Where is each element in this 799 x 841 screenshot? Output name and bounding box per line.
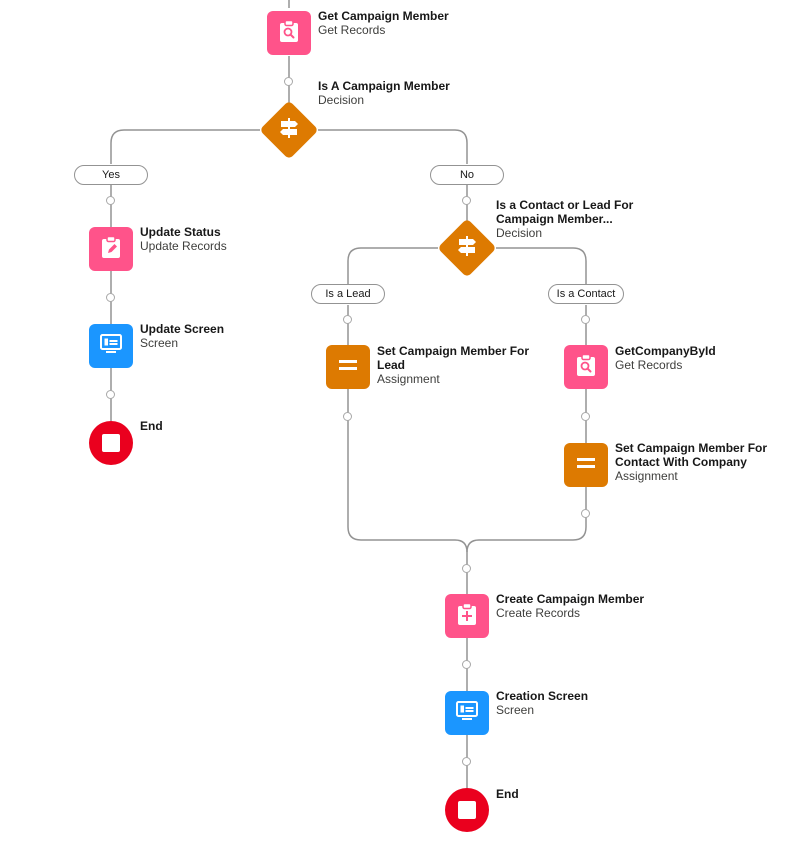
- set-member-lead-label: Set Campaign Member For Lead Assignment: [377, 344, 529, 387]
- decision-icon: [454, 233, 480, 264]
- node-type: Create Records: [496, 606, 581, 620]
- node-type: Decision: [318, 93, 365, 107]
- get-records-icon: [276, 18, 302, 49]
- connector-lead-down: [347, 389, 468, 553]
- branch-label: No: [459, 169, 475, 181]
- creation-screen-label: Creation Screen Screen: [496, 689, 588, 718]
- node-title: Set Campaign Member For: [377, 344, 530, 358]
- node-type: Get Records: [615, 358, 683, 372]
- node-type: Screen: [496, 703, 535, 717]
- get-records-node[interactable]: [267, 11, 311, 55]
- set-member-contact-label: Set Campaign Member For Contact With Com…: [615, 441, 767, 484]
- connector-dot[interactable]: [343, 315, 352, 324]
- connector-split-yes: [110, 129, 260, 164]
- node-type: Get Records: [318, 23, 386, 37]
- node-title: End: [140, 419, 163, 433]
- contact-or-lead-label: Is a Contact or Lead For Campaign Member…: [496, 198, 633, 241]
- is-campaign-member-label: Is A Campaign Member Decision: [318, 79, 450, 108]
- node-title: Update Screen: [140, 322, 225, 336]
- assignment-node[interactable]: [326, 345, 370, 389]
- update-status-label: Update Status Update Records: [140, 225, 227, 254]
- connector-dot[interactable]: [106, 390, 115, 399]
- create-records-node[interactable]: [445, 594, 489, 638]
- node-title: Lead: [377, 358, 406, 372]
- stop-icon: [458, 801, 476, 819]
- screen-node[interactable]: [445, 691, 489, 735]
- connector-split-no: [318, 129, 468, 164]
- decision-node[interactable]: [259, 100, 319, 160]
- stop-icon: [102, 434, 120, 452]
- get-company-label: GetCompanyById Get Records: [615, 344, 716, 373]
- assignment-icon: [573, 450, 599, 481]
- branch-is-contact-pill[interactable]: Is a Contact: [548, 284, 624, 304]
- node-type: Screen: [140, 336, 179, 350]
- node-type: Update Records: [140, 239, 227, 253]
- update-records-node[interactable]: [89, 227, 133, 271]
- node-title: Creation Screen: [496, 689, 589, 703]
- connector-dot[interactable]: [462, 660, 471, 669]
- create-records-icon: [454, 601, 480, 632]
- node-title: Update Status: [140, 225, 221, 239]
- node-title: Set Campaign Member For: [615, 441, 768, 455]
- branch-is-lead-pill[interactable]: Is a Lead: [311, 284, 385, 304]
- connector-split-lead: [347, 247, 438, 284]
- node-title: End: [496, 787, 519, 801]
- node-title: Is A Campaign Member: [318, 79, 450, 93]
- connector-dot[interactable]: [462, 564, 471, 573]
- assignment-icon: [335, 352, 361, 383]
- node-type: Decision: [496, 226, 543, 240]
- connector-dot[interactable]: [343, 412, 352, 421]
- update-screen-label: Update Screen Screen: [140, 322, 224, 351]
- connector-contact-down: [466, 487, 587, 553]
- screen-node[interactable]: [89, 324, 133, 368]
- end-node[interactable]: [445, 788, 489, 832]
- get-records-node[interactable]: [564, 345, 608, 389]
- node-title: GetCompanyById: [615, 344, 716, 358]
- node-title: Campaign Member...: [496, 212, 613, 226]
- decision-node[interactable]: [437, 218, 497, 278]
- connector-split-contact: [496, 247, 587, 284]
- connector-dot[interactable]: [581, 509, 590, 518]
- end-bottom-label: End: [496, 787, 519, 801]
- get-campaign-member-label: Get Campaign Member Get Records: [318, 9, 449, 38]
- node-title: Get Campaign Member: [318, 9, 449, 23]
- screen-icon: [454, 698, 480, 729]
- connector-dot[interactable]: [106, 293, 115, 302]
- end-left-label: End: [140, 419, 163, 433]
- connector-dot[interactable]: [106, 196, 115, 205]
- decision-icon: [276, 115, 302, 146]
- branch-label: Yes: [102, 169, 120, 181]
- branch-no-pill[interactable]: No: [430, 165, 504, 185]
- connector-dot[interactable]: [284, 77, 293, 86]
- branch-label: Is a Lead: [325, 288, 371, 300]
- assignment-node[interactable]: [564, 443, 608, 487]
- branch-yes-pill[interactable]: Yes: [74, 165, 148, 185]
- connector-dot[interactable]: [581, 315, 590, 324]
- end-node[interactable]: [89, 421, 133, 465]
- node-type: Assignment: [377, 372, 440, 386]
- create-member-label: Create Campaign Member Create Records: [496, 592, 644, 621]
- node-type: Assignment: [615, 469, 678, 483]
- connector-dot[interactable]: [581, 412, 590, 421]
- connector-dot[interactable]: [462, 196, 471, 205]
- node-title: Contact With Company: [615, 455, 747, 469]
- update-records-icon: [98, 234, 124, 265]
- screen-icon: [98, 331, 124, 362]
- node-title: Create Campaign Member: [496, 592, 645, 606]
- get-records-icon: [573, 352, 599, 383]
- connector-dot[interactable]: [462, 757, 471, 766]
- branch-label: Is a Contact: [556, 288, 616, 300]
- node-title: Is a Contact or Lead For: [496, 198, 634, 212]
